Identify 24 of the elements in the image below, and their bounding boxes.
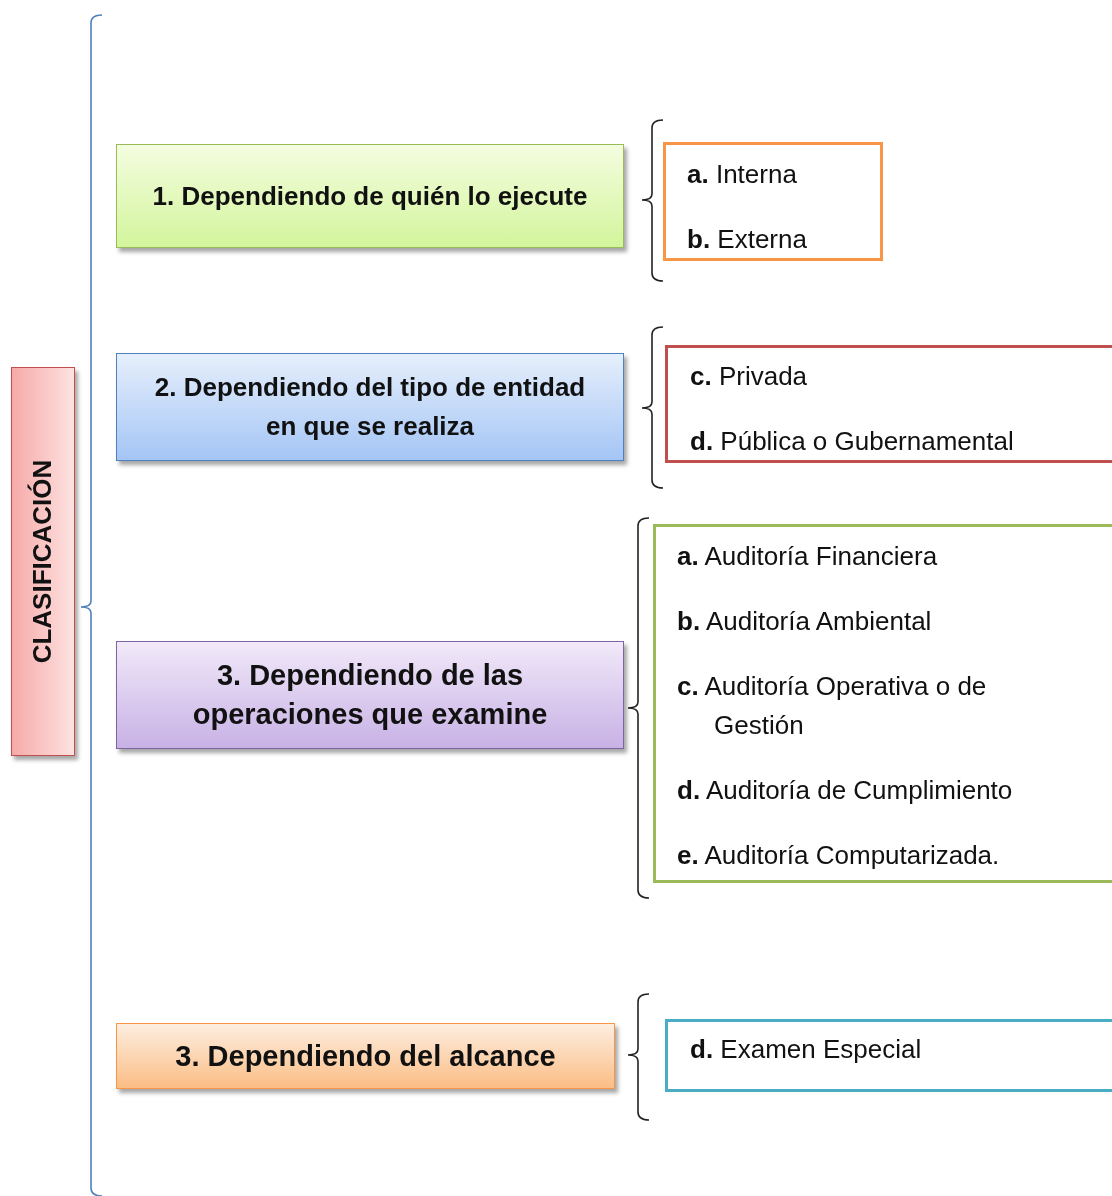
- list-item: e. Auditoría Computarizada.: [677, 839, 1001, 872]
- category-box: [11, 367, 75, 756]
- category-title: CLASIFICACIÓN: [27, 459, 59, 664]
- list-item: d. Pública o Gubernamental: [690, 425, 1015, 458]
- category-heading: 3. Dependiendo del alcance: [175, 1038, 556, 1074]
- category-heading: 1. Dependiendo de quién lo ejecute: [152, 179, 588, 213]
- list-box: [665, 345, 1112, 463]
- category-box: [116, 641, 624, 749]
- category-box: [116, 1023, 615, 1089]
- list-item: c. Auditoría Operativa o de Gestión: [677, 670, 988, 742]
- list-item: d. Auditoría de Cumplimiento: [677, 774, 1014, 807]
- list-item: b. Auditoría Ambiental: [677, 605, 933, 638]
- list-box: [665, 1019, 1112, 1092]
- list-item: b. Externa: [687, 223, 808, 256]
- list-item: a. Auditoría Financiera: [677, 540, 939, 573]
- category-heading: 2. Dependiendo del tipo de entidad en que se realiza: [153, 371, 587, 443]
- list-item: d. Examen Especial: [690, 1033, 923, 1066]
- category-heading: 3. Dependiendo de las operaciones que examine: [191, 658, 549, 732]
- list-item: a. Interna: [687, 158, 798, 191]
- category-box: [116, 353, 624, 461]
- list-item: c. Privada: [690, 360, 809, 393]
- list-box: [653, 524, 1112, 883]
- list-box: [663, 142, 883, 261]
- category-box: [116, 144, 624, 248]
